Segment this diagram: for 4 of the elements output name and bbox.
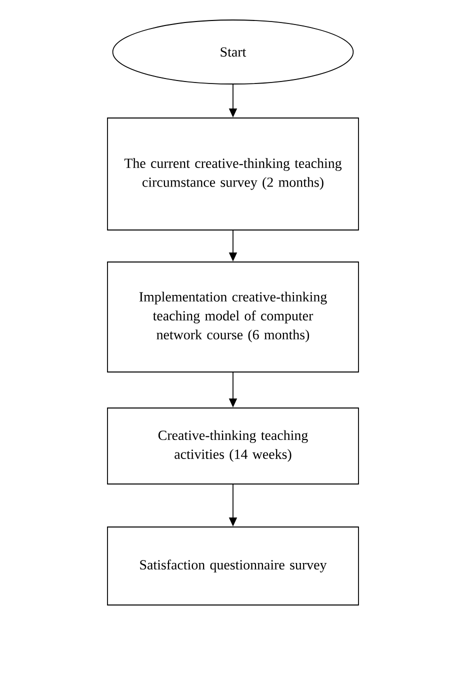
process-box: Creative-thinking teaching activities (14 weeks)	[107, 408, 359, 484]
process-box: Implementation creative-thinking teaching model of computer network course (6 months)	[107, 262, 359, 372]
process-box: Satisfaction questionnaire survey	[107, 526, 359, 606]
process-box: The current creative-thinking teaching circumstance survey (2 months)	[107, 118, 359, 230]
